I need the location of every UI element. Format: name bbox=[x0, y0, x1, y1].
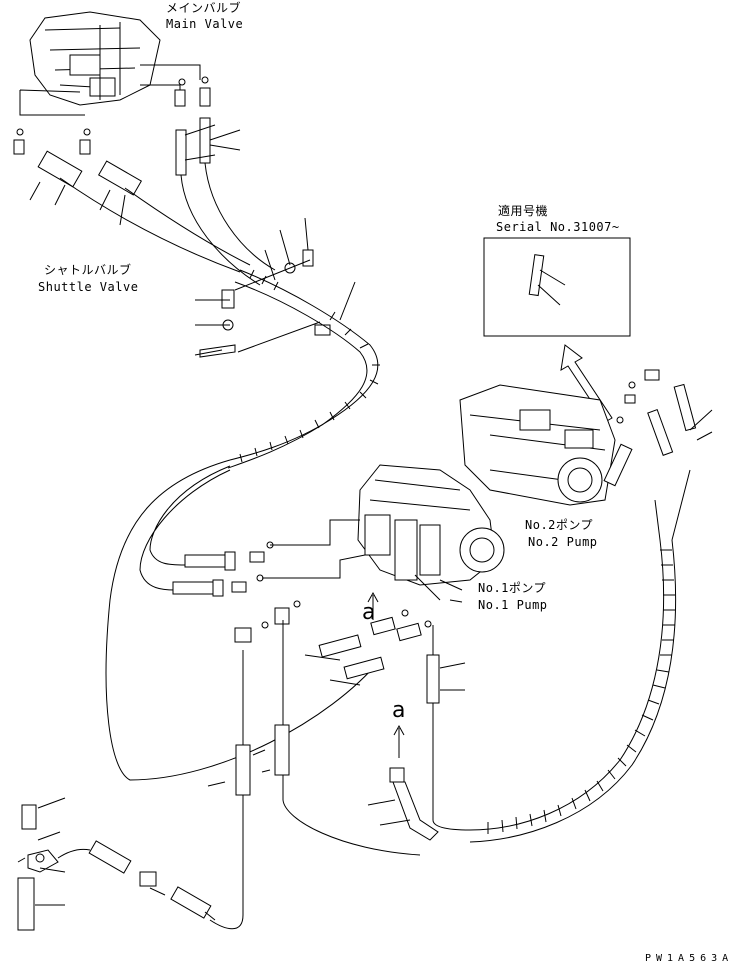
main-valve-fittings bbox=[13, 76, 211, 155]
no2-pump-fittings bbox=[603, 369, 713, 487]
leader-lines-main-valve bbox=[19, 64, 201, 116]
pump2-label-jp: No.2ポンプ bbox=[525, 518, 594, 532]
no1-pump-fittings-lower bbox=[234, 600, 432, 686]
leader-lines bbox=[29, 124, 356, 356]
spiral-guard-upper bbox=[239, 269, 380, 463]
spiral-guard-right bbox=[487, 549, 675, 834]
serial-label-en: Serial No.31007~ bbox=[496, 220, 620, 234]
vertical-hoses bbox=[207, 620, 471, 930]
view-a-label-lower: a bbox=[392, 698, 406, 723]
bottom-left-parts bbox=[17, 797, 216, 931]
view-a-label-upper: a bbox=[362, 600, 376, 625]
serial-hose-fitting bbox=[528, 254, 545, 297]
main-valve-label-jp: メインバルブ bbox=[166, 1, 242, 15]
main-valve-label-en: Main Valve bbox=[166, 17, 244, 31]
shuttle-valve-label-en: Shuttle Valve bbox=[38, 280, 139, 294]
lower-bent-hose bbox=[367, 724, 439, 841]
no1-pump-fittings-left bbox=[172, 519, 366, 597]
hoses-main-valve bbox=[37, 117, 276, 286]
drawing-code: PW1A563A bbox=[645, 953, 734, 964]
pump2-label-en: No.2 Pump bbox=[528, 535, 598, 549]
pump1-label-en: No.1 Pump bbox=[478, 598, 548, 612]
clamp-bolts bbox=[199, 249, 331, 358]
serial-label-jp: 適用号機 bbox=[498, 204, 549, 218]
serial-box bbox=[483, 237, 631, 337]
main-valve bbox=[29, 11, 161, 106]
pump1-label-jp: No.1ポンプ bbox=[478, 581, 547, 595]
view-a-arrow bbox=[367, 591, 379, 620]
no2-pump bbox=[459, 384, 616, 506]
hose-bundle bbox=[229, 269, 379, 461]
shuttle-valve-label-jp: シャトルバルブ bbox=[44, 263, 132, 277]
no1-pump bbox=[357, 464, 505, 586]
